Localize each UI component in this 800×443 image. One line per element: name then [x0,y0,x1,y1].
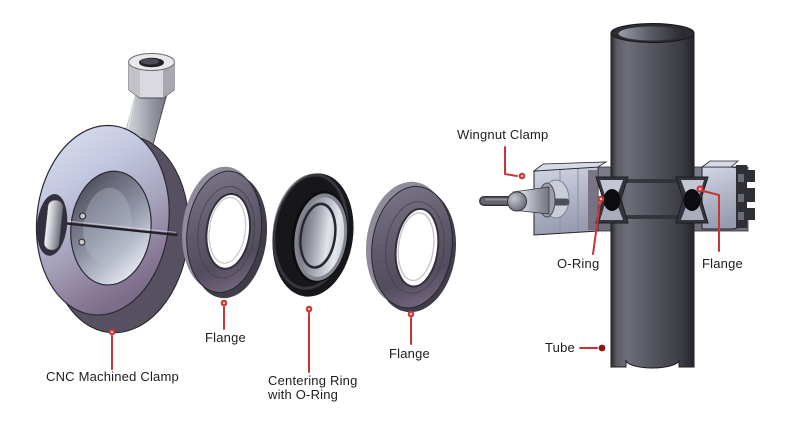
dot-tube [598,344,606,352]
cnc-clamp-drawing [35,124,190,334]
label-flange-left: Flange [205,330,246,345]
o-ring-left-drawing [603,189,621,211]
label-cnc-machined-clamp: CNC Machined Clamp [46,369,179,384]
flange-mid-drawing [366,181,456,313]
label-flange-mid: Flange [389,346,430,361]
label-tube: Tube [545,340,575,355]
label-flange-right: Flange [702,256,743,271]
dot-cnc-clamp [108,328,116,336]
label-centering-ring-line2: with O-Ring [268,386,339,402]
label-o-ring: O-Ring [557,256,600,271]
assembled-view [479,23,755,369]
flange-left-drawing [182,166,268,299]
clamp-hinge [36,194,68,256]
dot-flange-right [696,185,704,193]
o-ring-right-drawing [683,189,701,211]
centering-ring-drawing [272,173,354,297]
clamp-screw-top [78,212,87,220]
tube-drawing [610,23,695,369]
joint-line-top [626,179,678,183]
leader-o-ring [592,202,601,255]
label-wingnut-clamp: Wingnut Clamp [457,127,549,142]
leader-wingnut-clamp [504,146,518,177]
dot-flange-left [220,299,228,307]
hex-nut [128,53,175,99]
dot-wingnut-clamp [518,172,526,180]
dot-o-ring [597,195,605,203]
leader-flange-right [702,190,720,252]
dot-flange-mid [407,310,415,318]
dot-centering-ring [305,305,313,313]
leader-dots [108,172,704,352]
leader-lines [111,146,720,373]
label-centering-ring-line1: Centering Ring [268,373,358,388]
wingnut-hub [507,191,527,212]
label-centering-ring: Centering Ring with O-Ring [268,374,378,401]
clamp-block-right [700,160,755,230]
exploded-view [35,53,456,334]
wingnut-drawing [479,182,570,218]
joint-line-bottom [626,215,678,219]
clamp-screw-bottom [78,238,86,246]
